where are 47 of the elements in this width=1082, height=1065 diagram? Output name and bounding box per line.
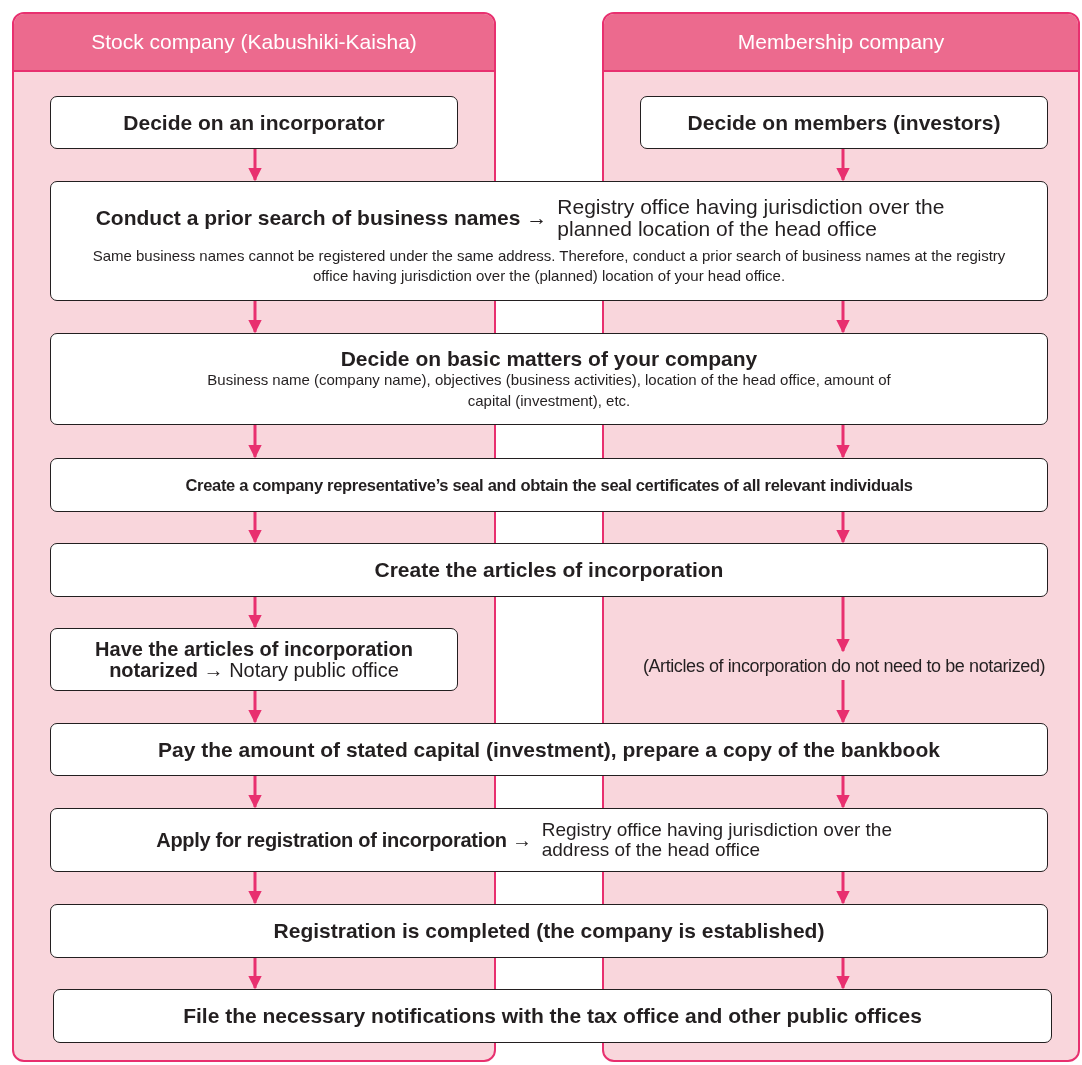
arrow — [248, 958, 262, 990]
arrow — [836, 597, 850, 653]
step-title: Conduct a prior search of business names → — [95, 206, 548, 230]
step-description: Same business names cannot be registered under the same address. Therefore, conduct a prior search of business names at the registry office having jurisdiction over the (planned) location of your head office. — [91, 245, 1007, 287]
arrow — [248, 691, 262, 724]
office-note: Registry office having jurisdiction over the address of the head office — [541, 820, 893, 860]
office-note: Registry office having jurisdiction over the planned location of the head office — [557, 195, 946, 240]
arrow — [836, 301, 850, 334]
process-box — [50, 628, 458, 691]
arrow — [248, 425, 262, 459]
process-box — [640, 96, 1048, 149]
step-note: (Articles of incorporation do not need to be notarized) — [608, 652, 1080, 680]
process-box — [50, 96, 458, 149]
process-box — [53, 989, 1052, 1043]
process-box — [50, 543, 1048, 597]
step-title: Decide on an incorporator — [123, 110, 385, 135]
step-title: Registration is completed (the company is established) — [273, 919, 825, 943]
arrow — [248, 872, 262, 905]
arrow — [836, 512, 850, 544]
step-title: Create a company representative’s seal and obtain the seal certificates of all relevant individuals — [185, 475, 913, 495]
arrow — [836, 425, 850, 459]
lane-header: Stock company (Kabushiki-Kaisha) — [14, 14, 494, 72]
arrow — [836, 149, 850, 182]
step-title: Have the articles of incorporation notarized → Notary public office — [94, 638, 414, 681]
step-title: Decide on basic matters of your company — [340, 347, 758, 371]
step-description: Business name (company name), objectives (business activities), location of the head office, amount of capital (investment), etc. — [206, 370, 892, 411]
arrow — [836, 680, 850, 724]
arrow — [248, 149, 262, 182]
process-box — [50, 333, 1048, 425]
step-title: File the necessary notifications with the tax office and other public offices — [183, 1004, 922, 1028]
process-box — [50, 904, 1048, 958]
process-box — [50, 181, 1048, 301]
process-box — [50, 458, 1048, 512]
arrow — [248, 597, 262, 629]
step-title: Decide on members (investors) — [687, 110, 1001, 135]
step-title: Pay the amount of stated capital (investment), prepare a copy of the bankbook — [158, 737, 940, 762]
process-box — [50, 723, 1048, 776]
step-title: Create the articles of incorporation — [374, 558, 724, 582]
arrow — [248, 301, 262, 334]
arrow — [248, 512, 262, 544]
arrow — [836, 872, 850, 905]
step-title: Apply for registration of incorporation → — [156, 829, 532, 851]
arrow — [836, 776, 850, 809]
process-box — [50, 808, 1048, 872]
arrow — [836, 958, 850, 990]
lane-header: Membership company — [604, 14, 1078, 72]
arrow — [248, 776, 262, 809]
